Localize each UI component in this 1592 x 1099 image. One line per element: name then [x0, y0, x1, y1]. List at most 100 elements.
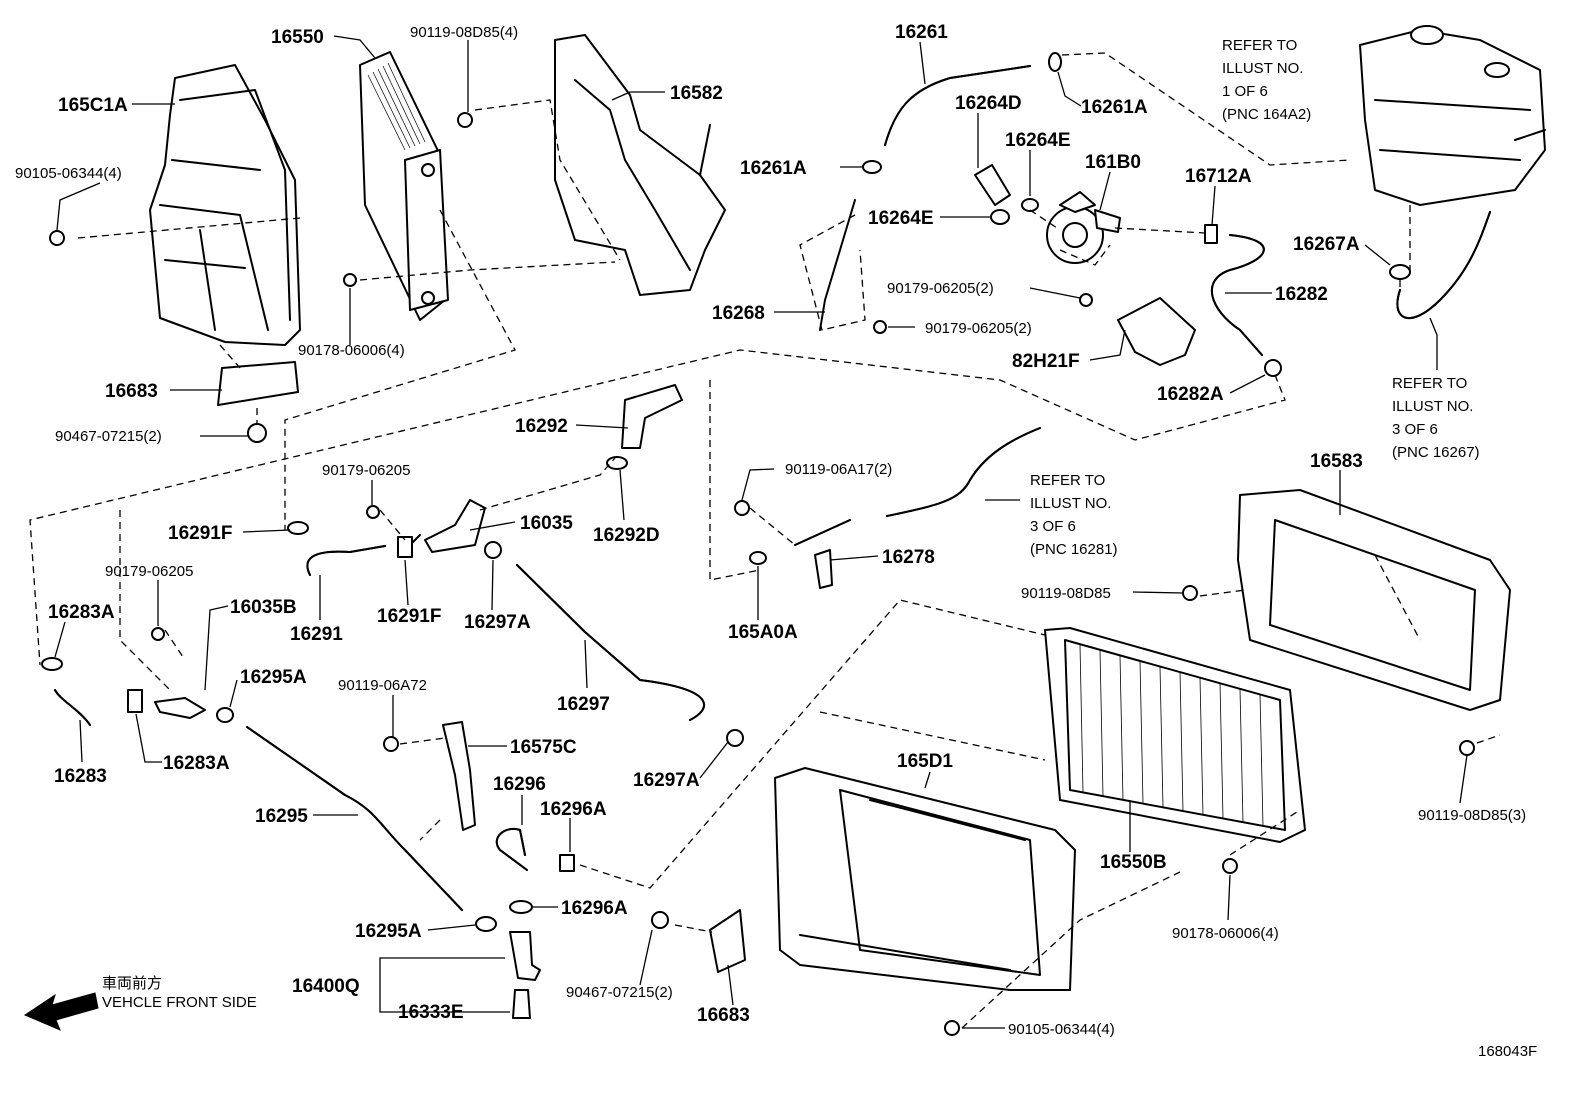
label-90119-06A72: 90119-06A72	[338, 677, 427, 694]
bolt-icon-90119-08D85-support	[1182, 585, 1198, 601]
svg-text:3 OF 6: 3 OF 6	[1030, 518, 1076, 535]
label-16582: 16582	[670, 83, 723, 104]
bolt-icon-90178-06006-left	[343, 273, 357, 287]
label-16575C: 16575C	[510, 737, 577, 758]
label-90179-06205-outlet: 90179-06205	[322, 462, 410, 479]
clamp-16297A-lower	[726, 729, 744, 747]
front-label-japanese: 車両前方	[102, 975, 162, 992]
radiator-support-16583	[1237, 489, 1511, 711]
svg-text:(PNC 16267): (PNC 16267)	[1392, 444, 1480, 461]
outlet-16035	[424, 499, 486, 553]
hose-16297	[516, 564, 706, 721]
radiator-16550B	[1044, 627, 1306, 843]
bracket-82H21F	[1117, 297, 1196, 366]
part-labels: 165C1A 16550 90119-08D85(4) 16582 90105-…	[15, 22, 1526, 1038]
bolt-icon-90119-06A72	[383, 736, 399, 752]
label-16550B: 16550B	[1100, 852, 1167, 873]
label-16296A-lower: 16296A	[561, 898, 628, 919]
hose-16264D	[974, 164, 1011, 206]
clamp-16292D	[606, 456, 628, 470]
front-label-english: VEHCLE FRONT SIDE	[102, 994, 257, 1011]
label-16283A-lower: 16283A	[163, 753, 230, 774]
label-16264E-top: 16264E	[1005, 130, 1071, 151]
label-16261A-left: 16261A	[740, 158, 807, 179]
label-16291: 16291	[290, 624, 343, 645]
svg-text:ILLUST NO.: ILLUST NO.	[1030, 495, 1111, 512]
label-90119-08D85-4: 90119-08D85(4)	[410, 24, 518, 41]
label-90105-06344-4-left: 90105-06344(4)	[15, 165, 122, 182]
bolt-icon-90105-06344-right	[944, 1020, 960, 1036]
clamp-16712A	[1204, 224, 1218, 244]
label-16264D: 16264D	[955, 93, 1022, 114]
bracket-16575C	[442, 721, 476, 831]
svg-text:1 OF 6: 1 OF 6	[1222, 83, 1268, 100]
label-16683-left: 16683	[105, 381, 158, 402]
radiator-16550	[359, 51, 449, 321]
vehicle-front-indicator: 車両前方 VEHCLE FRONT SIDE	[23, 975, 257, 1031]
clamp-16295A-upper	[216, 707, 234, 723]
svg-text:REFER TO: REFER TO	[1030, 472, 1105, 489]
label-16035B: 16035B	[230, 597, 297, 618]
illustration-id: 168043F	[1478, 1043, 1537, 1060]
label-16278: 16278	[882, 547, 935, 568]
clip-90467-left	[247, 423, 267, 443]
label-16295: 16295	[255, 806, 308, 827]
fan-shroud-165C1A	[149, 64, 301, 346]
bolt-icon-90119-08D85-3	[1459, 740, 1475, 756]
clip-90467-lower	[651, 911, 669, 929]
assembly-dashed-lines	[29, 52, 1501, 1029]
label-16267A: 16267A	[1293, 234, 1360, 255]
svg-text:ILLUST NO.: ILLUST NO.	[1392, 398, 1473, 415]
label-90178-06006-4-left: 90178-06006(4)	[298, 342, 405, 359]
label-16283A-upper: 16283A	[48, 602, 115, 623]
label-90119-06A17: 90119-06A17(2)	[785, 461, 892, 478]
label-90179-06205-pipe: 90179-06205(2)	[925, 320, 1032, 337]
label-16264E-lower: 16264E	[868, 208, 934, 229]
label-16283: 16283	[54, 766, 107, 787]
clamp-165A0A	[749, 551, 767, 565]
label-16268: 16268	[712, 303, 765, 324]
label-90467-07215-left: 90467-07215(2)	[55, 428, 162, 445]
label-90178-06006-4-right: 90178-06006(4)	[1172, 925, 1279, 942]
label-16296: 16296	[493, 774, 546, 795]
reservoir-tank	[1359, 25, 1546, 206]
label-16295A-upper: 16295A	[240, 667, 307, 688]
clamp-16291F-right	[397, 536, 413, 558]
bolt-icon-90119-08D85-4	[457, 112, 473, 128]
label-165C1A: 165C1A	[58, 95, 128, 116]
label-16261A-right: 16261A	[1081, 97, 1148, 118]
svg-text:(PNC 16281): (PNC 16281)	[1030, 541, 1118, 558]
svg-text:REFER TO: REFER TO	[1392, 375, 1467, 392]
label-90179-06205-pump: 90179-06205(2)	[887, 280, 994, 297]
label-90105-06344-4-right: 90105-06344(4)	[1008, 1021, 1115, 1038]
label-165A0A: 165A0A	[728, 622, 798, 643]
label-16282A: 16282A	[1157, 384, 1224, 405]
plate-16683-lower	[709, 909, 746, 973]
clamp-16296A-upper	[559, 854, 575, 872]
label-16292D: 16292D	[593, 525, 660, 546]
label-16333E: 16333E	[398, 1002, 464, 1023]
label-16297: 16297	[557, 694, 610, 715]
label-90467-07215-lower: 90467-07215(2)	[566, 984, 673, 1001]
clamp-16264E-upper	[1021, 198, 1039, 212]
clamp-16291F-left	[287, 521, 309, 535]
label-16296A-upper: 16296A	[540, 799, 607, 820]
bolt-icon-90179-06205-left	[151, 627, 165, 641]
label-90179-06205-left: 90179-06205	[105, 563, 193, 580]
refer-note-16281: REFER TO ILLUST NO. 3 OF 6 (PNC 16281)	[1030, 472, 1118, 558]
label-16297A-upper: 16297A	[464, 612, 531, 633]
clamp-16296A-lower	[509, 900, 533, 914]
bolt-icon-90179-06205-outlet	[366, 505, 380, 519]
arrow-left-icon	[23, 992, 99, 1031]
bolt-icon-90105-06344-4-left	[49, 230, 65, 246]
label-16035: 16035	[520, 513, 573, 534]
leader-lines	[54, 35, 1468, 1029]
support-bracket-16582	[554, 34, 726, 296]
label-161B0: 161B0	[1085, 152, 1141, 173]
clamp-16264E-lower	[990, 209, 1010, 225]
label-16400Q: 16400Q	[292, 976, 360, 997]
label-16292: 16292	[515, 416, 568, 437]
label-16712A: 16712A	[1185, 166, 1252, 187]
hose-16296	[495, 827, 528, 871]
